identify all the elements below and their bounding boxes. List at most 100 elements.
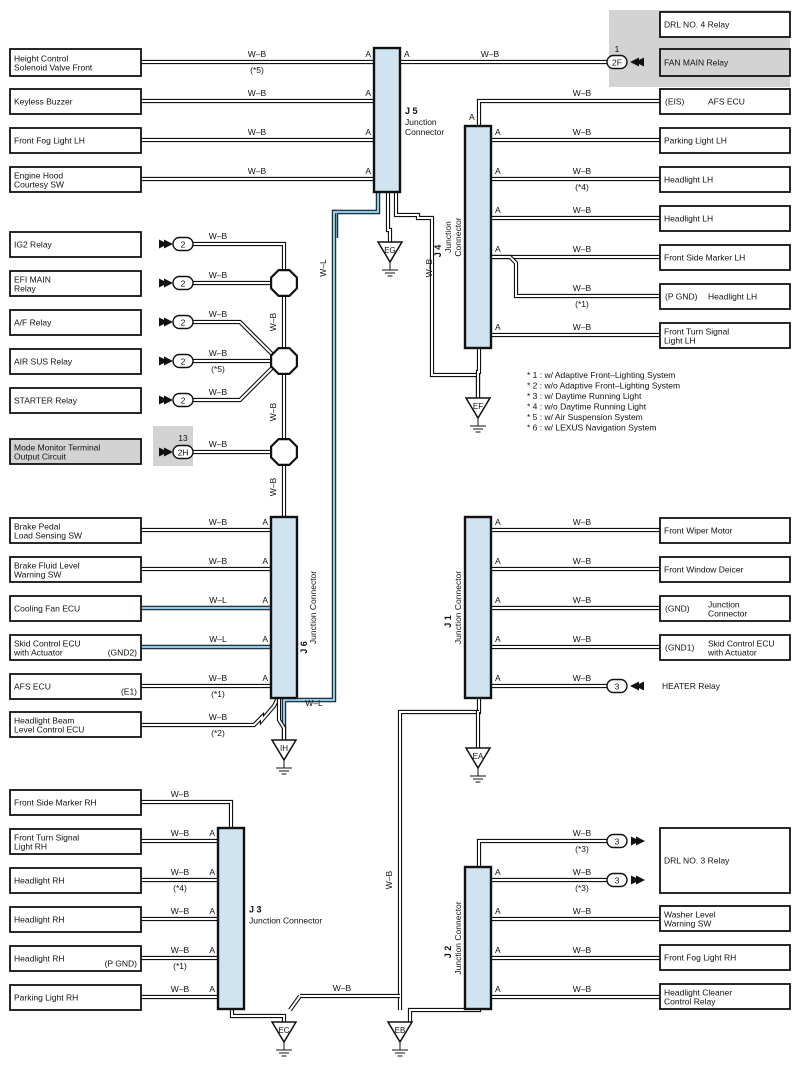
wire-label: W–B [248,166,267,176]
wire-label: W–B [573,166,592,176]
wire-label: W–L [209,595,227,605]
component-c39 [659,944,791,971]
component-c15 [9,673,142,700]
component-c17 [9,789,142,816]
component-c30 [659,283,791,310]
terminal-label: A [469,112,475,122]
terminal-label: A [495,906,501,916]
component-c21 [9,945,142,972]
arrow-icon [164,278,173,288]
connector-code: J 1 [443,615,453,628]
wire-stripe [278,698,285,740]
component-c20 [9,906,142,933]
component-name: Brake Fluid Level [14,561,80,571]
component-name: Warning SW [14,570,61,580]
component-name: Front Wiper Motor [664,526,733,536]
wire-outline [476,98,660,126]
component-name: Headlight LH [664,214,713,224]
component-name: Front Turn Signal [14,833,79,843]
junction-connector-J3 [216,826,246,1011]
terminal-label: A [262,517,268,527]
component-name: Height Control [14,54,68,64]
component-c38 [659,905,791,932]
connector-label: Junction Connector [453,571,463,644]
component-name: Output Circuit [14,452,67,462]
wire-label: W–B [268,477,278,496]
terminal-label: A [365,88,371,98]
connector-plug [606,54,628,70]
wire-label: W–B [209,439,228,449]
wire-outline [333,192,381,238]
wire-stripe [477,711,479,748]
wire-label: W–B [573,322,592,332]
component-name: Skid Control ECU [14,639,81,649]
wire-label: (*4) [575,182,589,192]
wire-stripe [283,211,336,740]
ground-label: EF [473,402,483,411]
connector-plug [172,236,194,252]
component-c9 [9,387,142,414]
wire-outline [193,366,274,403]
connector-plug [172,275,194,291]
component-c10 [9,438,142,465]
component-name: Headlight RH [14,876,65,886]
pin-number: 1 [615,44,620,54]
component-name: Control Relay [664,997,716,1007]
plug-label: 3 [615,876,620,886]
wire-outline [193,241,287,270]
component-c13 [9,595,142,622]
component-name: AIR SUS Relay [14,357,73,367]
terminal-label: A [495,595,501,605]
junction-connector-J5 [372,46,402,194]
wire-label: W–B [248,88,267,98]
component-c23 [659,11,791,38]
component-name: Load Sensing SW [14,531,82,541]
component-c32 [659,517,791,544]
arrow-icon [164,447,173,457]
wire-stripe [193,367,273,401]
wire-label: W–B [248,127,267,137]
terminal-label: A [495,127,501,137]
terminal-label: A [262,673,268,683]
component-name: Headlight LH [664,175,713,185]
wire-label: W–B [333,983,352,993]
terminal-label: A [209,828,215,838]
component-terminal: (EIS) [665,97,685,107]
wire-label: W–B [171,906,190,916]
component-c16 [9,711,142,738]
wire-label: W–B [481,49,500,59]
connector-code: J 2 [443,946,453,959]
component-terminal: (GND1) [665,643,694,653]
arrow-icon [164,356,173,366]
ground-label: EC [278,1026,289,1035]
terminal-label: A [495,205,501,215]
arrow-icon [630,57,639,67]
wire-stripe [193,321,273,355]
terminal-label: A [365,127,371,137]
footnotes: * 1 : w/ Adaptive Front–Lighting System*… [527,370,680,433]
wire-label: (*2) [211,728,225,738]
wire-stripe [141,801,232,828]
terminal-label: A [209,906,215,916]
wire-label: W–B [209,673,228,683]
terminal-label: A [365,49,371,59]
ground-EG [376,241,404,264]
component-terminal: (GND) [665,604,690,614]
junction-nodes [270,269,298,466]
wire-label: (*5) [250,65,264,75]
wire-label: W–B [573,828,592,838]
wire-stripe [399,698,480,1010]
component-c31 [659,322,791,349]
arrow-icon [159,239,168,249]
wire-stripe [387,192,391,242]
pin-number: 13 [178,433,188,443]
connector-label: Junction Connector [249,916,322,926]
component-name: Front Turn Signal [664,327,729,337]
component-name: Mode Monitor Terminal [14,443,100,453]
wire-label: (*1) [173,961,187,971]
wire-label: W–B [573,244,592,254]
wire-stripe [409,1009,480,1022]
connector-plug [606,872,628,888]
wire-label: W–B [171,867,190,877]
component-name: IG2 Relay [14,240,53,250]
